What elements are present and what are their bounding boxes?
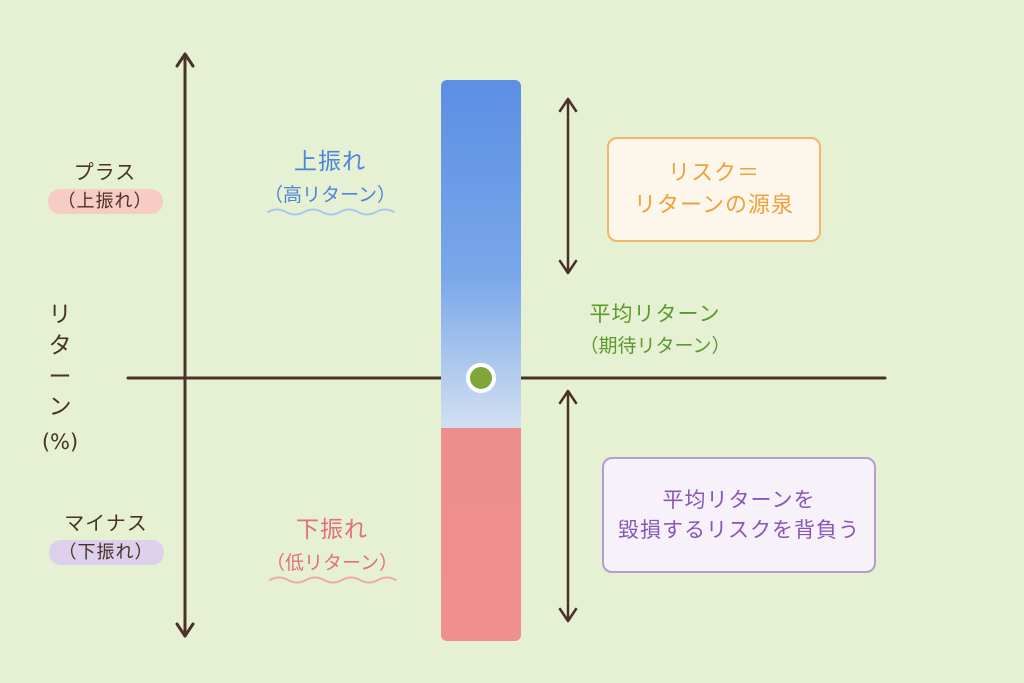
upside-title: 上振れ bbox=[294, 149, 366, 175]
y-axis-minus-label: マイナス bbox=[64, 511, 148, 535]
y-axis-title-char-4: ン bbox=[48, 394, 72, 421]
y-axis-plus-label: プラス bbox=[73, 160, 137, 184]
y-axis-line bbox=[175, 52, 195, 638]
upside-wave-underline bbox=[267, 208, 395, 216]
loss-box-line-2: 毀損するリスクを背負う bbox=[618, 518, 860, 542]
y-axis-title-char-2: タ bbox=[48, 332, 72, 359]
y-axis-plus-group: プラス （上振れ） bbox=[40, 158, 170, 214]
y-axis-minus-group: マイナス （下振れ） bbox=[36, 509, 176, 565]
mean-return-subtitle: （期待リターン） bbox=[579, 335, 731, 357]
downside-wave-underline bbox=[269, 576, 397, 584]
risk-box-line-2: リターンの源泉 bbox=[634, 192, 794, 218]
y-axis-unit: (%) bbox=[41, 430, 79, 454]
y-axis-title-char-1: リ bbox=[48, 302, 72, 328]
upside-subtitle: （高リターン） bbox=[263, 184, 397, 206]
downside-range-arrow bbox=[558, 389, 578, 623]
y-axis-upside-badge: （上振れ） bbox=[47, 189, 163, 214]
mean-return-title: 平均リターン bbox=[589, 302, 721, 326]
y-axis-title: リ タ ー ン bbox=[38, 300, 82, 423]
y-axis-downside-badge: （下振れ） bbox=[48, 540, 164, 565]
loss-box-line-1: 平均リターンを bbox=[662, 487, 816, 512]
mean-return-label-group: 平均リターン （期待リターン） bbox=[560, 298, 750, 358]
downside-title: 下振れ bbox=[296, 517, 368, 543]
upside-label-group: 上振れ （高リターン） bbox=[250, 142, 410, 207]
y-axis-title-char-3: ー bbox=[48, 363, 72, 390]
mean-return-point bbox=[466, 363, 496, 393]
loss-risk-box: 平均リターンを 毀損するリスクを背負う bbox=[603, 458, 875, 572]
risk-box-frame bbox=[607, 137, 821, 242]
risk-source-box: リスク＝ リターンの源泉 bbox=[608, 138, 820, 241]
return-range-bar bbox=[441, 80, 521, 641]
risk-box-line-1: リスク＝ bbox=[667, 160, 760, 186]
loss-box-frame bbox=[602, 457, 876, 573]
downside-subtitle: （低リターン） bbox=[265, 552, 399, 574]
downside-label-group: 下振れ （低リターン） bbox=[252, 510, 412, 575]
upside-range-arrow bbox=[558, 97, 578, 275]
